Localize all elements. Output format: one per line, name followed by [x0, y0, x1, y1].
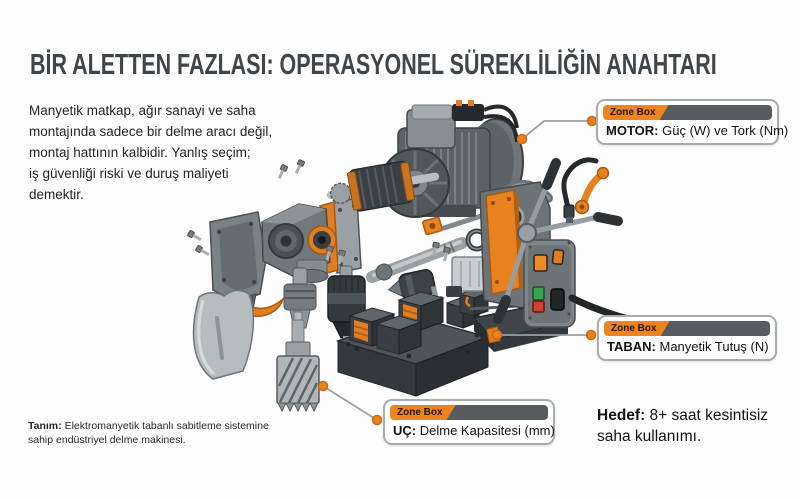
zone-box-uc-label: UÇ: [393, 423, 417, 438]
zone-box-uc-header: Zone Box [390, 405, 548, 420]
zone-box-uc-tag: Zone Box [390, 405, 456, 420]
definition-note: Tanım: Elektromanyetik tabanlı sabitleme… [28, 419, 288, 447]
zone-box-motor-bar [659, 105, 772, 120]
zone-box-motor-label: MOTOR: [606, 123, 659, 138]
zone-box-taban: Zone Box TABAN: Manyetik Tutuş (N) [597, 315, 777, 361]
definition-text: Elektromanyetik tabanlı sabitleme sistem… [28, 420, 269, 446]
zone-box-uc-text: UÇ: Delme Kapasitesi (mm) [390, 420, 555, 438]
zone-box-motor-header: Zone Box [603, 105, 772, 120]
zone-box-taban-label: TABAN: [607, 339, 656, 354]
zone-box-uc-bar [446, 405, 548, 420]
zone-box-taban-value: Manyetik Tutuş (N) [659, 339, 769, 354]
callout-dot-motor-part [516, 133, 528, 145]
goal-text: 8+ saat kesintisiz saha kullanımı. [597, 407, 769, 445]
callout-dot-uc-part [317, 380, 329, 392]
zone-box-taban-tag: Zone Box [604, 321, 670, 336]
definition-label: Tanım: [28, 420, 62, 432]
rotor-illustration [326, 160, 440, 212]
goal-label: Hedef: [597, 407, 646, 424]
intro-paragraph: Manyetik matkap, ağır sanayi ve saha mon… [29, 103, 273, 202]
drill-stand-illustration [472, 157, 662, 352]
guard-plate-illustration [192, 289, 255, 380]
zone-box-taban-header: Zone Box [604, 321, 770, 336]
mounting-bracket-illustration [209, 211, 285, 322]
page-title: BİR ALETTEN FAZLASI: OPERASYONEL SÜREKLİ… [30, 49, 717, 81]
chuck-key-illustration [387, 269, 444, 303]
callout-leader-lines [317, 115, 598, 426]
zone-box-motor-value: Güç (W) ve Tork (Nm) [662, 123, 789, 138]
screws-illustration [187, 159, 451, 265]
annular-cutter-illustration [276, 311, 320, 413]
zone-box-motor-tag: Zone Box [603, 105, 669, 120]
magnet-base-illustration [335, 288, 491, 397]
angle-gearbox-illustration [261, 197, 362, 283]
callout-dot-taban-box [585, 329, 597, 341]
zone-box-uc: Zone Box UÇ: Delme Kapasitesi (mm) [383, 399, 555, 445]
callout-dot-uc-box [371, 414, 383, 426]
zone-box-motor: Zone Box MOTOR: Güç (W) ve Tork (Nm) [596, 99, 788, 145]
zone-box-taban-text: TABAN: Manyetik Tutuş (N) [604, 336, 770, 354]
callout-dot-taban-part [491, 329, 503, 341]
zone-box-motor-text: MOTOR: Güç (W) ve Tork (Nm) [603, 120, 788, 138]
zone-box-taban-bar [660, 321, 770, 336]
goal-note: Hedef: 8+ saat kesintisiz saha kullanımı… [597, 405, 787, 447]
zone-box-uc-value: Delme Kapasitesi (mm) [419, 423, 555, 438]
